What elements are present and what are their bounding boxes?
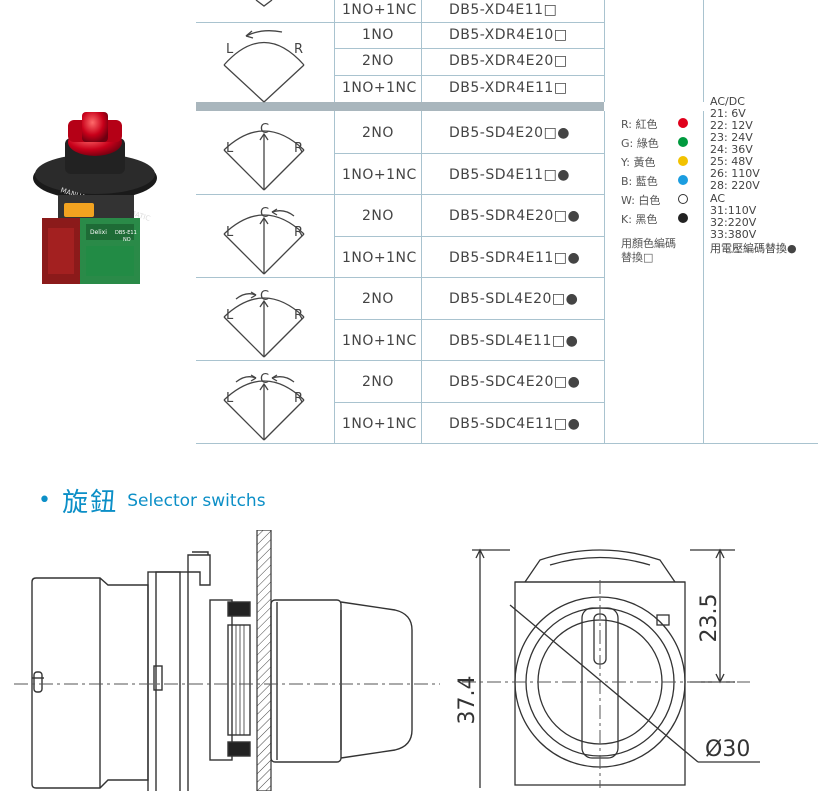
voltage-note: 用電壓編碼替換● <box>710 242 797 255</box>
table-row-model: DB5-SDL4E11□● <box>449 333 579 349</box>
table-row-model: DB5-SD4E11□● <box>449 167 571 183</box>
label-l: L <box>226 308 234 323</box>
ac-item: 33:380V <box>710 228 757 241</box>
ac-item: 32:220V <box>710 216 757 229</box>
dim-height: 37.4 <box>455 676 480 725</box>
color-item-label: B: 藍色 <box>621 175 658 188</box>
color-note-line1: 用顏色編碼 <box>621 237 676 250</box>
table-row-contacts: 2NO <box>362 53 394 69</box>
label-c: C <box>260 289 269 304</box>
section-heading: • 旋鈕 Selector switchs <box>38 482 266 519</box>
acdc-title: AC/DC <box>710 95 745 108</box>
table-row-contacts: 1NO <box>362 27 394 43</box>
label-r: R <box>294 42 303 57</box>
table-row-contacts: 2NO <box>362 374 394 390</box>
color-dot-white <box>678 194 688 204</box>
table-row-contacts: 1NO+1NC <box>342 333 417 349</box>
color-dot-red <box>678 118 688 128</box>
acdc-item: 28: 220V <box>710 179 760 192</box>
switch-symbol-lcr <box>223 130 305 191</box>
model-label: DB5-E11 <box>115 230 137 236</box>
dim-diameter: Ø30 <box>705 737 750 762</box>
color-note-line2: 替換□ <box>621 251 654 264</box>
acdc-item: 21: 6V <box>710 107 746 120</box>
table-row-model: DB5-SDL4E20□● <box>449 291 579 307</box>
table-row-model: DB5-SDR4E20□● <box>449 208 581 224</box>
table-row-model: DB5-XDR4E20□ <box>449 53 568 69</box>
label-r: R <box>294 141 303 156</box>
color-dot-black <box>678 213 688 223</box>
table-row-contacts: 1NO+1NC <box>342 80 417 96</box>
brand-label: Delixi <box>90 229 107 236</box>
table-row-contacts: 1NO+1NC <box>342 416 417 432</box>
label-r: R <box>294 308 303 323</box>
color-dot-yellow <box>678 156 688 166</box>
table-row-model: DB5-XDR4E10□ <box>449 27 568 43</box>
label-l: L <box>226 42 234 57</box>
color-item-label: R: 紅色 <box>621 118 658 131</box>
contact-label: NO <box>123 237 131 243</box>
acdc-item: 24: 36V <box>710 143 753 156</box>
label-c: C <box>260 206 269 221</box>
table-row-model: DB5-SDC4E11□● <box>449 416 581 432</box>
label-l: L <box>226 225 234 240</box>
switch-symbol-lr <box>223 30 305 103</box>
position-symbols: L R L C R L C R L C R L C R <box>223 0 305 441</box>
color-dot-blue <box>678 175 688 185</box>
front-view-drawing: 37.4 23.5 Ø30 <box>455 548 760 788</box>
acdc-item: 26: 110V <box>710 167 760 180</box>
ac-item: 31:110V <box>710 204 757 217</box>
label-r: R <box>294 225 303 240</box>
label-l: L <box>226 391 234 406</box>
label-c: C <box>260 122 269 137</box>
acdc-item: 23: 24V <box>710 131 753 144</box>
product-photo: MANUAL STOP AUTOMATIC Delixi DB5-E11 NO <box>33 112 157 284</box>
table-row-contacts: 2NO <box>362 208 394 224</box>
table-row-model: DB5-SDR4E11□● <box>449 250 581 266</box>
label-r: R <box>294 391 303 406</box>
ac-title: AC <box>710 192 726 205</box>
acdc-item: 22: 12V <box>710 119 753 132</box>
label-c: C <box>260 372 269 387</box>
color-dot-green <box>678 137 688 147</box>
color-item-label: G: 綠色 <box>621 137 659 150</box>
switch-symbol-lcr-return-left <box>223 291 305 358</box>
heading-en: Selector switchs <box>127 490 266 511</box>
table-row-model: DB5-XDR4E11□ <box>449 80 568 96</box>
dim-top: 23.5 <box>697 594 722 643</box>
table-row-model: DB5-XD4E11□ <box>449 2 558 18</box>
table-row-contacts: 1NO+1NC <box>342 2 417 18</box>
side-view-drawing <box>14 530 440 791</box>
switch-symbol-lcr-return-both <box>223 374 305 441</box>
switch-symbol-lcr-return-right <box>223 208 305 275</box>
label-l: L <box>226 141 234 156</box>
table-row-contacts: 2NO <box>362 291 394 307</box>
acdc-item: 25: 48V <box>710 155 753 168</box>
color-item-label: W: 白色 <box>621 194 661 207</box>
table-row-contacts: 1NO+1NC <box>342 167 417 183</box>
heading-bullet: • <box>38 488 51 513</box>
table-row-model: DB5-SDC4E20□● <box>449 374 581 390</box>
table-row-contacts: 2NO <box>362 125 394 141</box>
color-item-label: Y: 黃色 <box>621 156 656 169</box>
table-row-model: DB5-SD4E20□● <box>449 125 571 141</box>
color-item-label: K: 黑色 <box>621 213 658 226</box>
heading-zh: 旋鈕 <box>62 488 119 518</box>
table-row-contacts: 1NO+1NC <box>342 250 417 266</box>
